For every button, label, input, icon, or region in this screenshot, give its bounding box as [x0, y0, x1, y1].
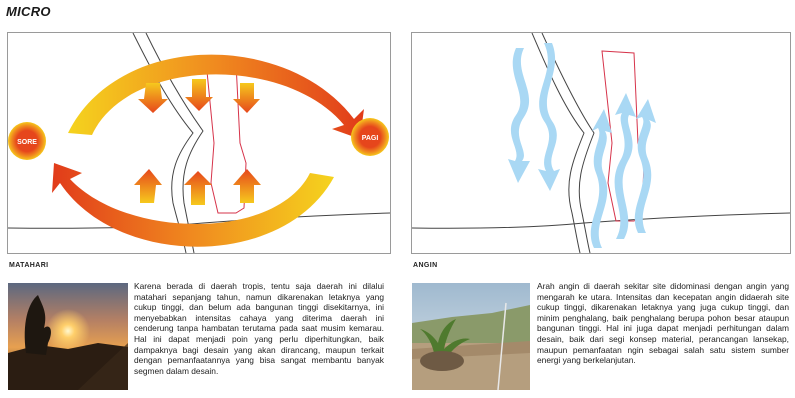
sunset-photo [8, 283, 128, 390]
wind-diagram [412, 33, 790, 253]
sun-diagram-panel: SORE PAGI [7, 32, 391, 254]
wind-arrows-right [591, 93, 656, 248]
matahari-description: Karena berada di daerah tropis, tentu sa… [134, 281, 384, 376]
sun-ray-up-3 [233, 169, 261, 203]
sun-ray-down-2 [185, 79, 213, 111]
sun-icon-pagi: PAGI [351, 118, 389, 156]
wind-arrow [615, 93, 636, 239]
sun-label-pagi: PAGI [362, 135, 379, 142]
sun-ray-up-2 [184, 171, 212, 205]
sun-ray-up-1 [134, 169, 162, 203]
angin-description: Arah angin di daerah sekitar site didomi… [537, 281, 789, 366]
sun-path-arc-top [68, 55, 364, 139]
matahari-label: MATAHARI [9, 262, 49, 269]
wind-arrow [508, 48, 530, 183]
sun-icon-sore: SORE [8, 122, 46, 160]
angin-label: ANGIN [413, 262, 438, 269]
wind-arrows-left [508, 43, 560, 191]
wind-arrow [635, 99, 656, 233]
sun-label-sore: SORE [17, 139, 37, 146]
site-photo [412, 283, 530, 390]
section-title: MICRO [6, 4, 51, 19]
wind-diagram-panel [411, 32, 791, 254]
sun-diagram: SORE PAGI [8, 33, 390, 253]
